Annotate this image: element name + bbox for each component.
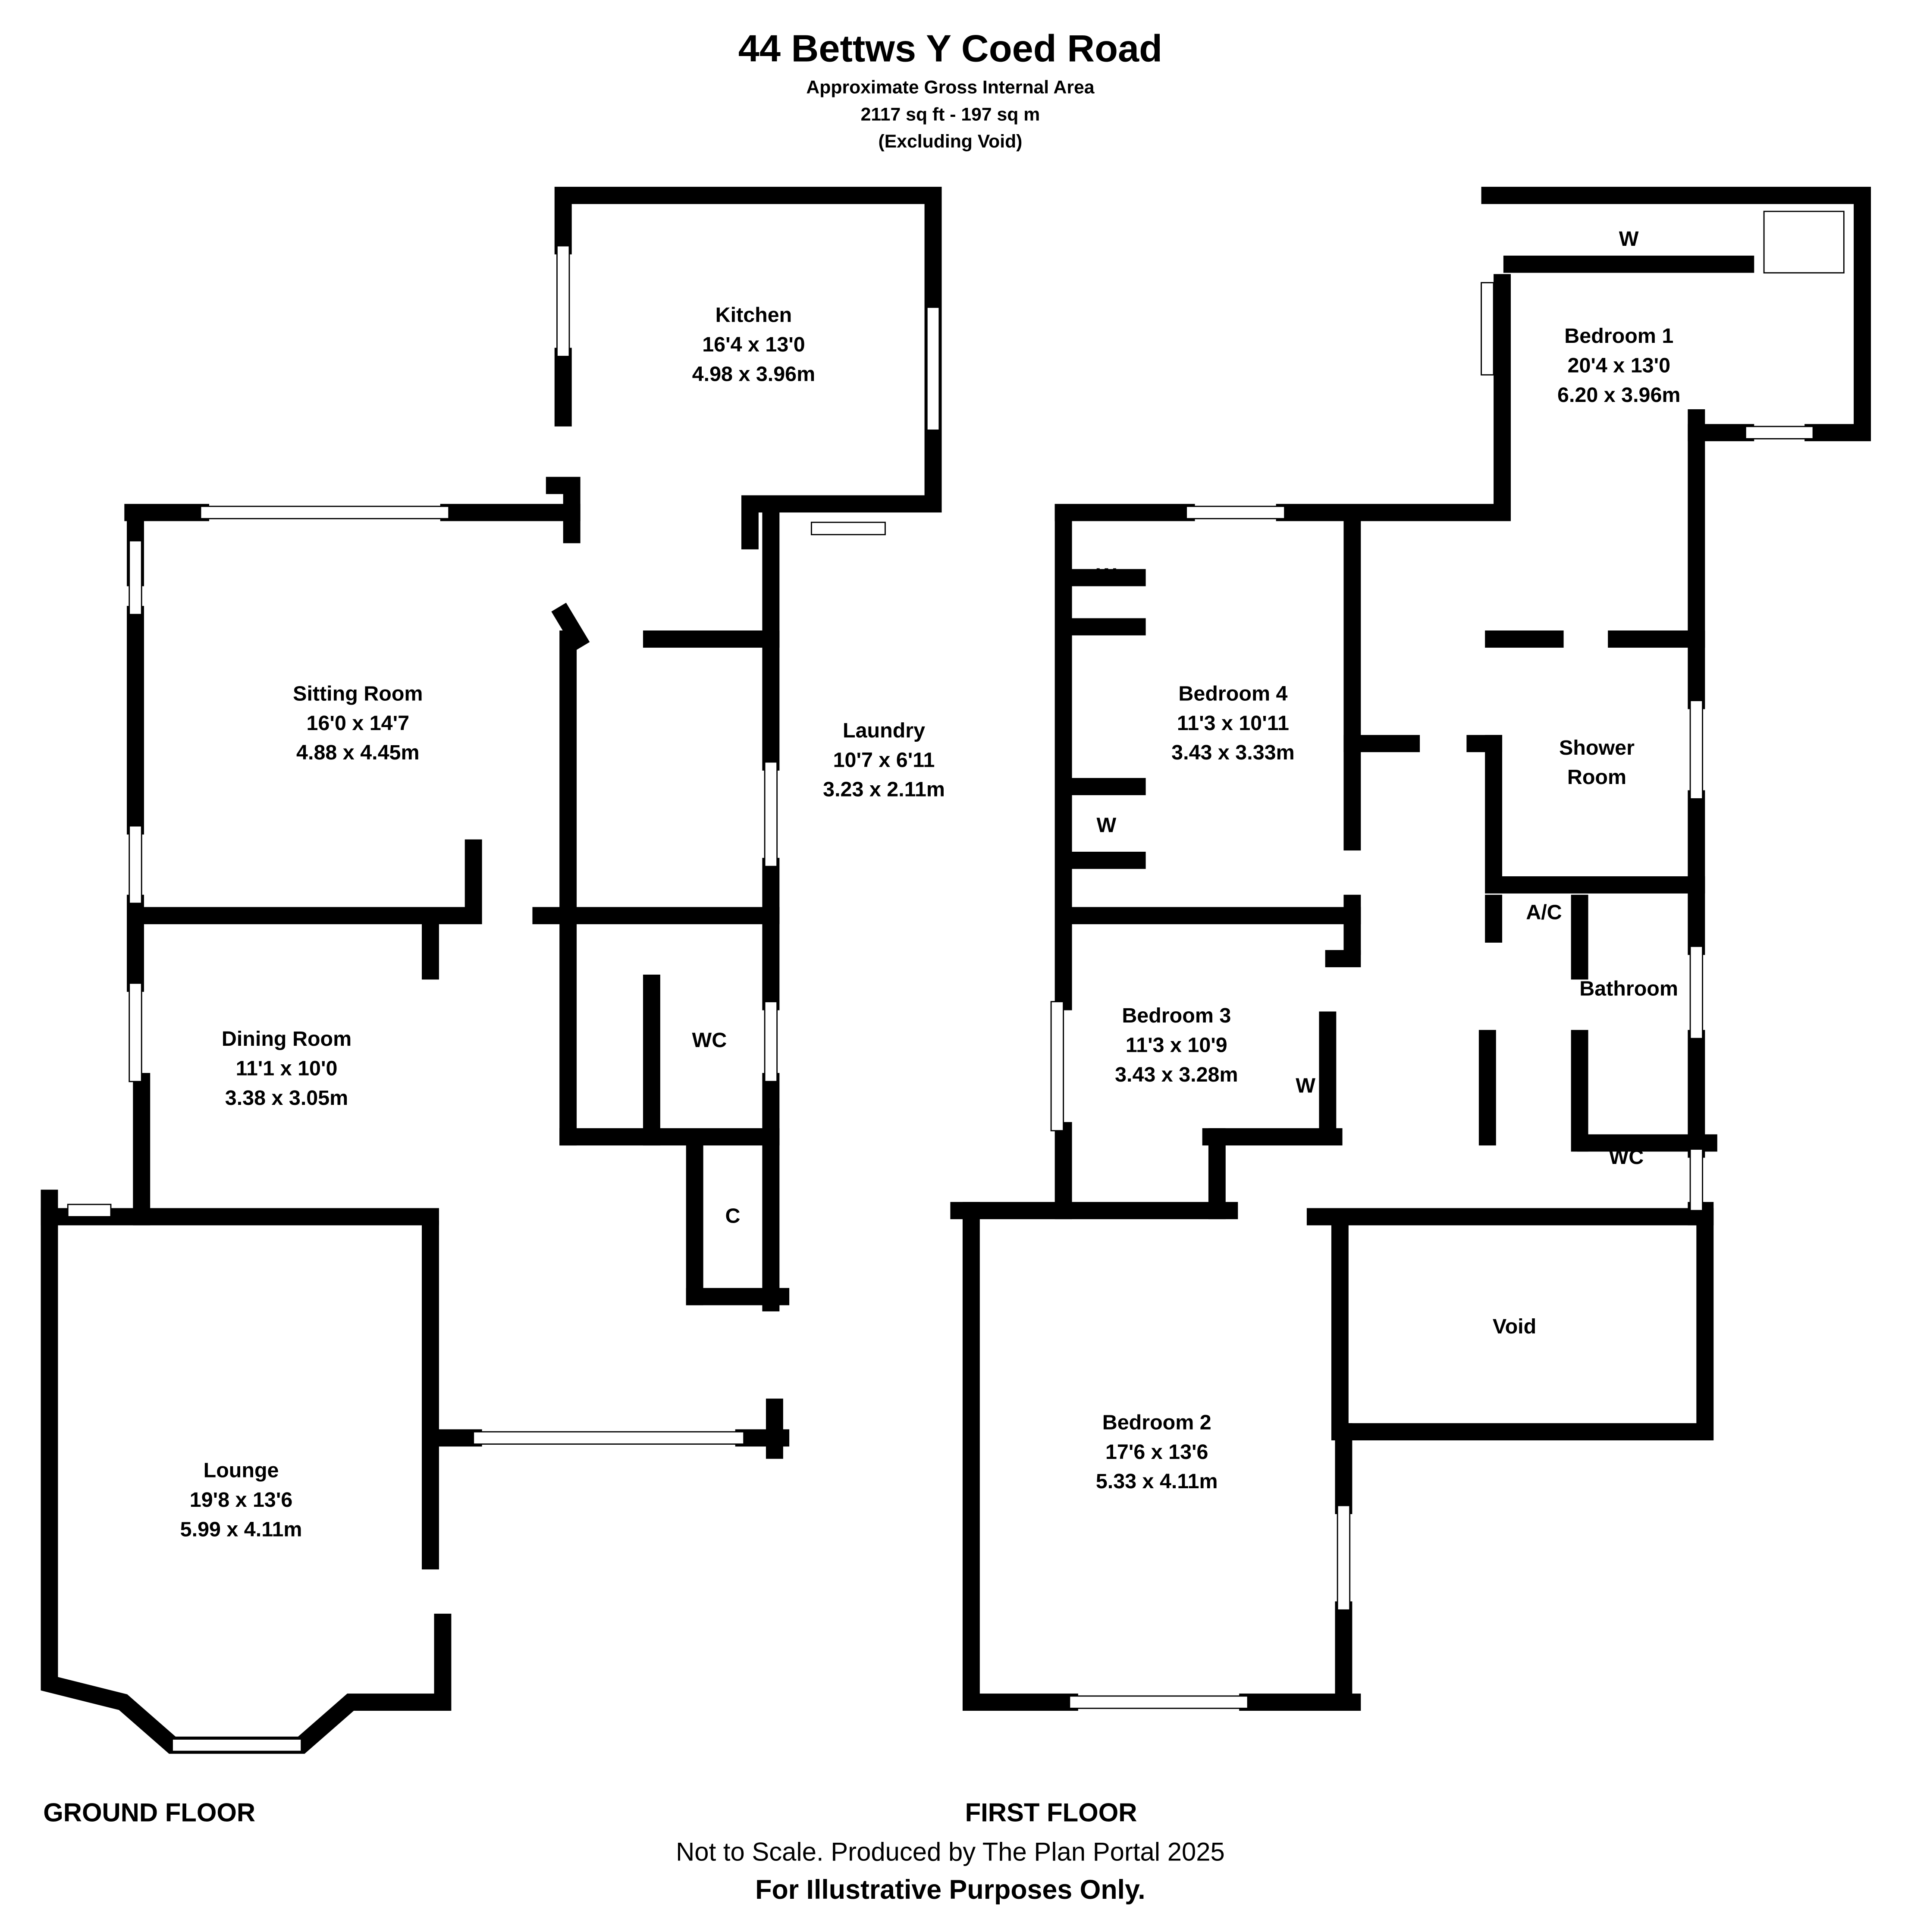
room-name-line1: Shower bbox=[1559, 736, 1635, 759]
room-name: Bedroom 4 bbox=[1178, 682, 1287, 705]
cupboard-label: C bbox=[725, 1204, 741, 1228]
room-dimensions-imperial: 16'4 x 13'0 bbox=[702, 333, 805, 356]
room-dimensions-metric: 6.20 x 3.96m bbox=[1557, 383, 1680, 407]
room-dimensions-metric: 3.43 x 3.33m bbox=[1171, 741, 1294, 764]
room-bedroom-1: Bedroom 1 20'4 x 13'0 6.20 x 3.96m bbox=[1557, 324, 1680, 407]
ground-floor-walls bbox=[41, 187, 942, 1754]
room-name: Sitting Room bbox=[293, 682, 423, 705]
room-dimensions-imperial: 11'1 x 10'0 bbox=[236, 1057, 338, 1080]
room-dimensions-imperial: 20'4 x 13'0 bbox=[1568, 354, 1671, 377]
room-bedroom-4: Bedroom 4 11'3 x 10'11 3.43 x 3.33m bbox=[1171, 682, 1294, 764]
area-value: 2117 sq ft - 197 sq m bbox=[861, 104, 1040, 125]
bathroom-label: Bathroom bbox=[1579, 977, 1678, 1000]
room-dimensions-metric: 3.38 x 3.05m bbox=[225, 1086, 348, 1110]
room-dimensions-imperial: 11'3 x 10'9 bbox=[1126, 1033, 1227, 1057]
wardrobe-label-bedroom4-top: W bbox=[1097, 564, 1117, 587]
room-name: Kitchen bbox=[716, 304, 792, 327]
room-name: Bedroom 3 bbox=[1122, 1004, 1231, 1027]
footer-illustrative: For Illustrative Purposes Only. bbox=[755, 1875, 1145, 1905]
footer-disclaimer: Not to Scale. Produced by The Plan Porta… bbox=[676, 1838, 1225, 1866]
room-dimensions-imperial: 19'8 x 13'6 bbox=[190, 1488, 293, 1512]
airing-cupboard-label: A/C bbox=[1526, 901, 1562, 924]
ground-floor-windows bbox=[67, 245, 940, 1752]
wardrobe-label-bedroom1: W bbox=[1619, 227, 1639, 251]
room-bedroom-3: Bedroom 3 11'3 x 10'9 3.43 x 3.28m bbox=[1115, 1004, 1238, 1086]
wardrobe-label-bedroom4-bottom: W bbox=[1097, 813, 1117, 837]
room-dimensions-metric: 4.98 x 3.96m bbox=[692, 362, 815, 386]
room-dimensions-imperial: 10'7 x 6'11 bbox=[833, 748, 935, 772]
room-dimensions-metric: 5.99 x 4.11m bbox=[180, 1518, 302, 1541]
room-dimensions-metric: 3.23 x 2.11m bbox=[823, 778, 945, 801]
room-name: Lounge bbox=[204, 1459, 279, 1482]
room-dimensions-imperial: 17'6 x 13'6 bbox=[1105, 1440, 1208, 1464]
wc-label-first-floor: WC bbox=[1609, 1145, 1644, 1169]
room-kitchen: Kitchen 16'4 x 13'0 4.98 x 3.96m bbox=[692, 304, 815, 386]
room-dimensions-metric: 3.43 x 3.28m bbox=[1115, 1063, 1238, 1086]
plan-title: 44 Bettws Y Coed Road bbox=[738, 27, 1162, 69]
room-name-line2: Room bbox=[1567, 765, 1626, 789]
room-sitting-room: Sitting Room 16'0 x 14'7 4.88 x 4.45m bbox=[293, 682, 423, 764]
room-dimensions-metric: 5.33 x 4.11m bbox=[1096, 1470, 1218, 1493]
room-laundry: Laundry 10'7 x 6'11 3.23 x 2.11m bbox=[823, 719, 945, 801]
room-name: Bedroom 2 bbox=[1102, 1411, 1211, 1434]
room-dimensions-metric: 4.88 x 4.45m bbox=[296, 741, 419, 764]
wc-label: WC bbox=[692, 1029, 727, 1052]
first-floor-windows bbox=[1050, 210, 1845, 1709]
room-name: Dining Room bbox=[222, 1027, 351, 1051]
area-note: (Excluding Void) bbox=[878, 131, 1022, 152]
room-name: Laundry bbox=[843, 719, 925, 742]
first-floor-walls bbox=[950, 187, 1871, 1711]
room-lounge: Lounge 19'8 x 13'6 5.99 x 4.11m bbox=[180, 1459, 302, 1541]
room-bedroom-2: Bedroom 2 17'6 x 13'6 5.33 x 4.11m bbox=[1096, 1411, 1218, 1493]
room-dimensions-imperial: 11'3 x 10'11 bbox=[1177, 712, 1289, 735]
wardrobe-label-bedroom3: W bbox=[1296, 1074, 1315, 1098]
room-dimensions-imperial: 16'0 x 14'7 bbox=[307, 712, 410, 735]
room-dining-room: Dining Room 11'1 x 10'0 3.38 x 3.05m bbox=[222, 1027, 351, 1110]
area-subtitle: Approximate Gross Internal Area bbox=[806, 77, 1095, 98]
room-name: Bedroom 1 bbox=[1564, 324, 1673, 348]
first-floor-label: FIRST FLOOR bbox=[965, 1798, 1137, 1827]
void-label: Void bbox=[1493, 1315, 1536, 1338]
room-shower-room: Shower Room bbox=[1559, 736, 1635, 789]
ground-floor-label: GROUND FLOOR bbox=[43, 1798, 255, 1827]
